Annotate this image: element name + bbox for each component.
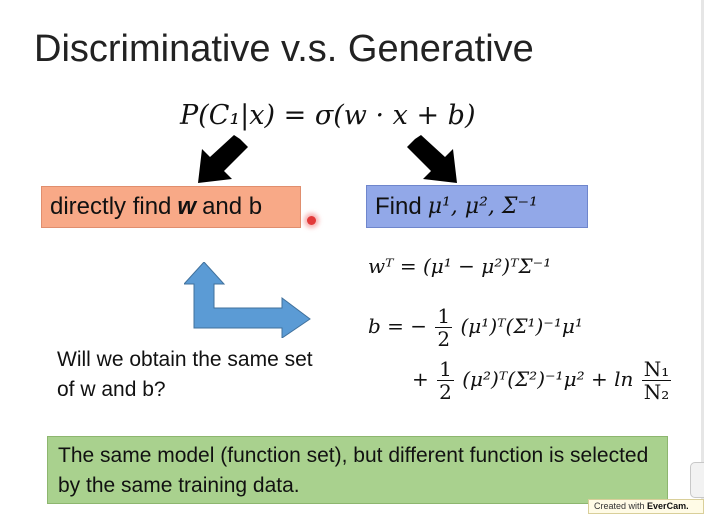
laser-pointer-dot	[307, 216, 316, 225]
slide-title: Discriminative v.s. Generative	[34, 28, 534, 70]
equation-b-line1: b = − 1 2 (μ¹)ᵀ(Σ¹)⁻¹μ¹	[368, 305, 583, 350]
gen-box-label: Find	[375, 192, 422, 220]
fraction-denominator: N₂	[643, 380, 670, 404]
side-panel-tab[interactable]	[690, 462, 704, 498]
right-edge-strip	[701, 0, 704, 514]
fraction-one-half: 1 2	[437, 358, 454, 403]
watermark-prefix: Created with	[594, 501, 645, 511]
equation-b-line2: + 1 2 (μ²)ᵀ(Σ²)⁻¹μ² + ln N₁ N₂	[412, 358, 673, 403]
gen-box-math: μ¹, μ², Σ⁻¹	[427, 194, 538, 219]
equation-w-transpose: wᵀ = (μ¹ − μ²)ᵀΣ⁻¹	[368, 254, 552, 278]
b-line2-mid: (μ²)ᵀ(Σ²)⁻¹μ² + ln	[462, 367, 634, 391]
b-line1-rhs: (μ¹)ᵀ(Σ¹)⁻¹μ¹	[460, 314, 583, 338]
fraction-one-half: 1 2	[435, 304, 453, 351]
fraction-numerator: 1	[435, 304, 453, 328]
fraction-denominator: 2	[437, 327, 451, 351]
fraction-n1-over-n2: N₁ N₂	[641, 357, 672, 404]
disc-box-w: w	[177, 193, 197, 220]
bent-arrow-icon	[184, 262, 311, 338]
conclusion-box: The same model (function set), but diffe…	[47, 436, 668, 504]
generative-box: Find μ¹, μ², Σ⁻¹	[366, 185, 588, 228]
evercam-watermark: Created with EverCam.	[588, 499, 704, 514]
fraction-numerator: 1	[437, 357, 454, 381]
disc-box-prefix: directly find	[50, 193, 172, 220]
right-down-arrow-icon	[407, 135, 457, 183]
watermark-brand: EverCam.	[647, 501, 689, 511]
b-line2-lhs: +	[412, 367, 429, 391]
disc-box-suffix: and b	[202, 193, 263, 220]
b-line1-lhs: b = −	[368, 314, 428, 338]
main-formula: P(C₁|x) = σ(w · x + b)	[180, 100, 476, 131]
question-text: Will we obtain the same set of w and b?	[57, 348, 313, 401]
fraction-denominator: 2	[439, 380, 452, 404]
discriminative-box: directly find w and b	[41, 186, 301, 228]
left-down-arrow-icon	[198, 135, 248, 183]
fraction-numerator: N₁	[641, 357, 672, 381]
